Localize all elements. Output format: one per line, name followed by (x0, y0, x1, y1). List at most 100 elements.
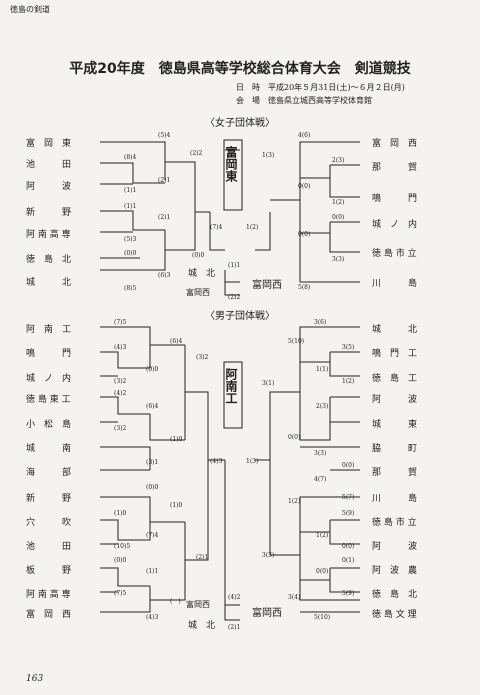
m-score-w: (4)3 (210, 458, 223, 465)
w-line-22 (224, 270, 240, 296)
m-right-team-4: 阿 波 (372, 395, 418, 405)
w-score-v: 3(3) (332, 256, 345, 263)
m-score-m: (1)0 (114, 510, 127, 517)
w-line-2 (100, 162, 165, 184)
m-score-ah: 0(0) (342, 462, 355, 469)
m-right-team-13: 徳 島 文 理 (372, 610, 417, 620)
m-line-16 (100, 586, 151, 613)
m-score-f: (4)2 (114, 390, 127, 397)
m-line-18 (185, 460, 209, 561)
w-right-team-2: 那 賀 (372, 163, 418, 173)
m-line-7 (100, 446, 151, 470)
w-score-q: 2(3) (332, 157, 345, 164)
m-line-33 (329, 520, 360, 545)
m-score-b: (4)3 (114, 344, 127, 351)
m-left-team-10: 池 田 (26, 542, 72, 552)
w-right-team-5: 徳 島 市 立 (372, 249, 417, 259)
m-champ-box (223, 361, 243, 429)
m-score-ag: 3(3) (314, 450, 327, 457)
w-score-u: 0(0) (298, 231, 311, 238)
m-right-team-10: 阿 波 (372, 542, 418, 552)
m-line-36 (329, 568, 360, 593)
w-score-r: 0(0) (298, 183, 311, 190)
w-left-team-5: 阿 南 高 専 (26, 230, 71, 240)
w-right-team-1: 富 岡 西 (372, 139, 418, 149)
m-score-j: (3)2 (114, 425, 127, 432)
m-score-al: 5(9) (342, 510, 355, 517)
m-score-aj: 5(7) (342, 494, 355, 501)
m-left-team-3: 城 ノ 内 (26, 374, 72, 384)
w-right-team-3: 鳴 門 (372, 194, 418, 204)
m-score-c: (0)0 (146, 366, 159, 373)
w-champion: 富岡東 (224, 146, 238, 182)
w-final-team-top: 城 北 (188, 269, 216, 279)
m-score-ac: 1(2) (342, 378, 355, 385)
m-final-team-bottom: 城 北 (188, 621, 216, 631)
w-score-b: (8)4 (124, 154, 137, 161)
m-line-30 (299, 555, 360, 601)
date-label: 日 時 (236, 83, 260, 92)
m-right-team-11: 阿 波 農 (372, 566, 418, 576)
m-final-score-top: (4)2 (228, 594, 241, 601)
w-score-m: (7)4 (210, 224, 223, 231)
m-left-team-2: 鳴 門 (26, 349, 72, 359)
w-line-16 (329, 165, 360, 198)
w-score-k: (6)3 (158, 272, 171, 279)
m-score-l: (0)0 (146, 484, 159, 491)
women-subtitle: 〈女子団体戦〉 (205, 118, 275, 129)
w-left-team-3: 阿 波 (26, 182, 72, 192)
m-champion: 阿南工 (224, 368, 238, 404)
m-right-team-6: 脇 町 (372, 444, 418, 454)
m-score-ap: 0(1) (342, 557, 355, 564)
w-line-5 (100, 210, 165, 231)
w-line-12 (255, 212, 271, 251)
m-score-ae: 2(3) (316, 403, 329, 410)
m-line-4 (100, 396, 150, 415)
m-line-10 (185, 391, 225, 461)
page-title: 平成20年度 徳島県高等学校総合体育大会 剣道競技 (69, 61, 411, 77)
men-subtitle: 〈男子団体戦〉 (205, 311, 275, 322)
m-line-12 (100, 519, 151, 541)
w-right-team-6: 川 島 (372, 279, 418, 289)
m-right-team-2: 鳴 門 工 (372, 349, 418, 359)
m-score-am: 1(2) (316, 532, 329, 539)
m-score-r: (1)1 (146, 568, 159, 575)
m-score-n: (1)0 (170, 502, 183, 509)
m-left-team-4: 徳 島 東 工 (26, 395, 71, 405)
m-score-at: 5(10) (314, 614, 331, 621)
w-score-w: 5(8) (298, 284, 311, 291)
w-line-9 (165, 212, 196, 251)
m-right-team-8: 川 島 (372, 494, 418, 504)
w-final-winner: 富岡西 (252, 280, 282, 291)
w-left-team-1: 富 岡 東 (26, 139, 72, 149)
m-score-ai: 4(7) (314, 476, 327, 483)
m-line-11 (100, 496, 185, 523)
m-line-19 (224, 460, 240, 621)
m-score-ak: 1(2) (288, 498, 301, 505)
w-score-e: (2)2 (190, 150, 203, 157)
m-left-team-13: 富 岡 西 (26, 610, 72, 620)
m-left-team-8: 新 野 (26, 494, 72, 504)
m-score-k: (3)1 (146, 459, 159, 466)
m-score-d: (3)2 (114, 378, 127, 385)
w-line-7 (100, 230, 166, 271)
w-score-a: (5)4 (158, 132, 171, 139)
venue-value: 徳島県立城西高等学校体育館 (268, 96, 372, 105)
m-score-as: 3(4) (288, 594, 301, 601)
w-score-s: 1(2) (332, 199, 345, 206)
m-score-y: 3(6) (314, 319, 327, 326)
m-line-24 (329, 352, 360, 377)
w-score-f: (1)1 (124, 203, 137, 210)
m-score-aa: 3(5) (342, 344, 355, 351)
m-score-q: (0)0 (114, 557, 127, 564)
m-score-ad: 3(1) (262, 380, 275, 387)
w-left-team-7: 城 北 (26, 278, 72, 288)
w-score-o: 1(3) (262, 152, 275, 159)
w-score-d: (2)1 (158, 177, 171, 184)
date-value: 平成20年５月31日(土)～６月２日(月) (268, 83, 405, 92)
m-score-t: (4)3 (146, 614, 159, 621)
m-left-team-9: 穴 吹 (26, 518, 72, 528)
w-score-j: (8)5 (124, 285, 137, 292)
w-score-n: 1(2) (246, 224, 259, 231)
